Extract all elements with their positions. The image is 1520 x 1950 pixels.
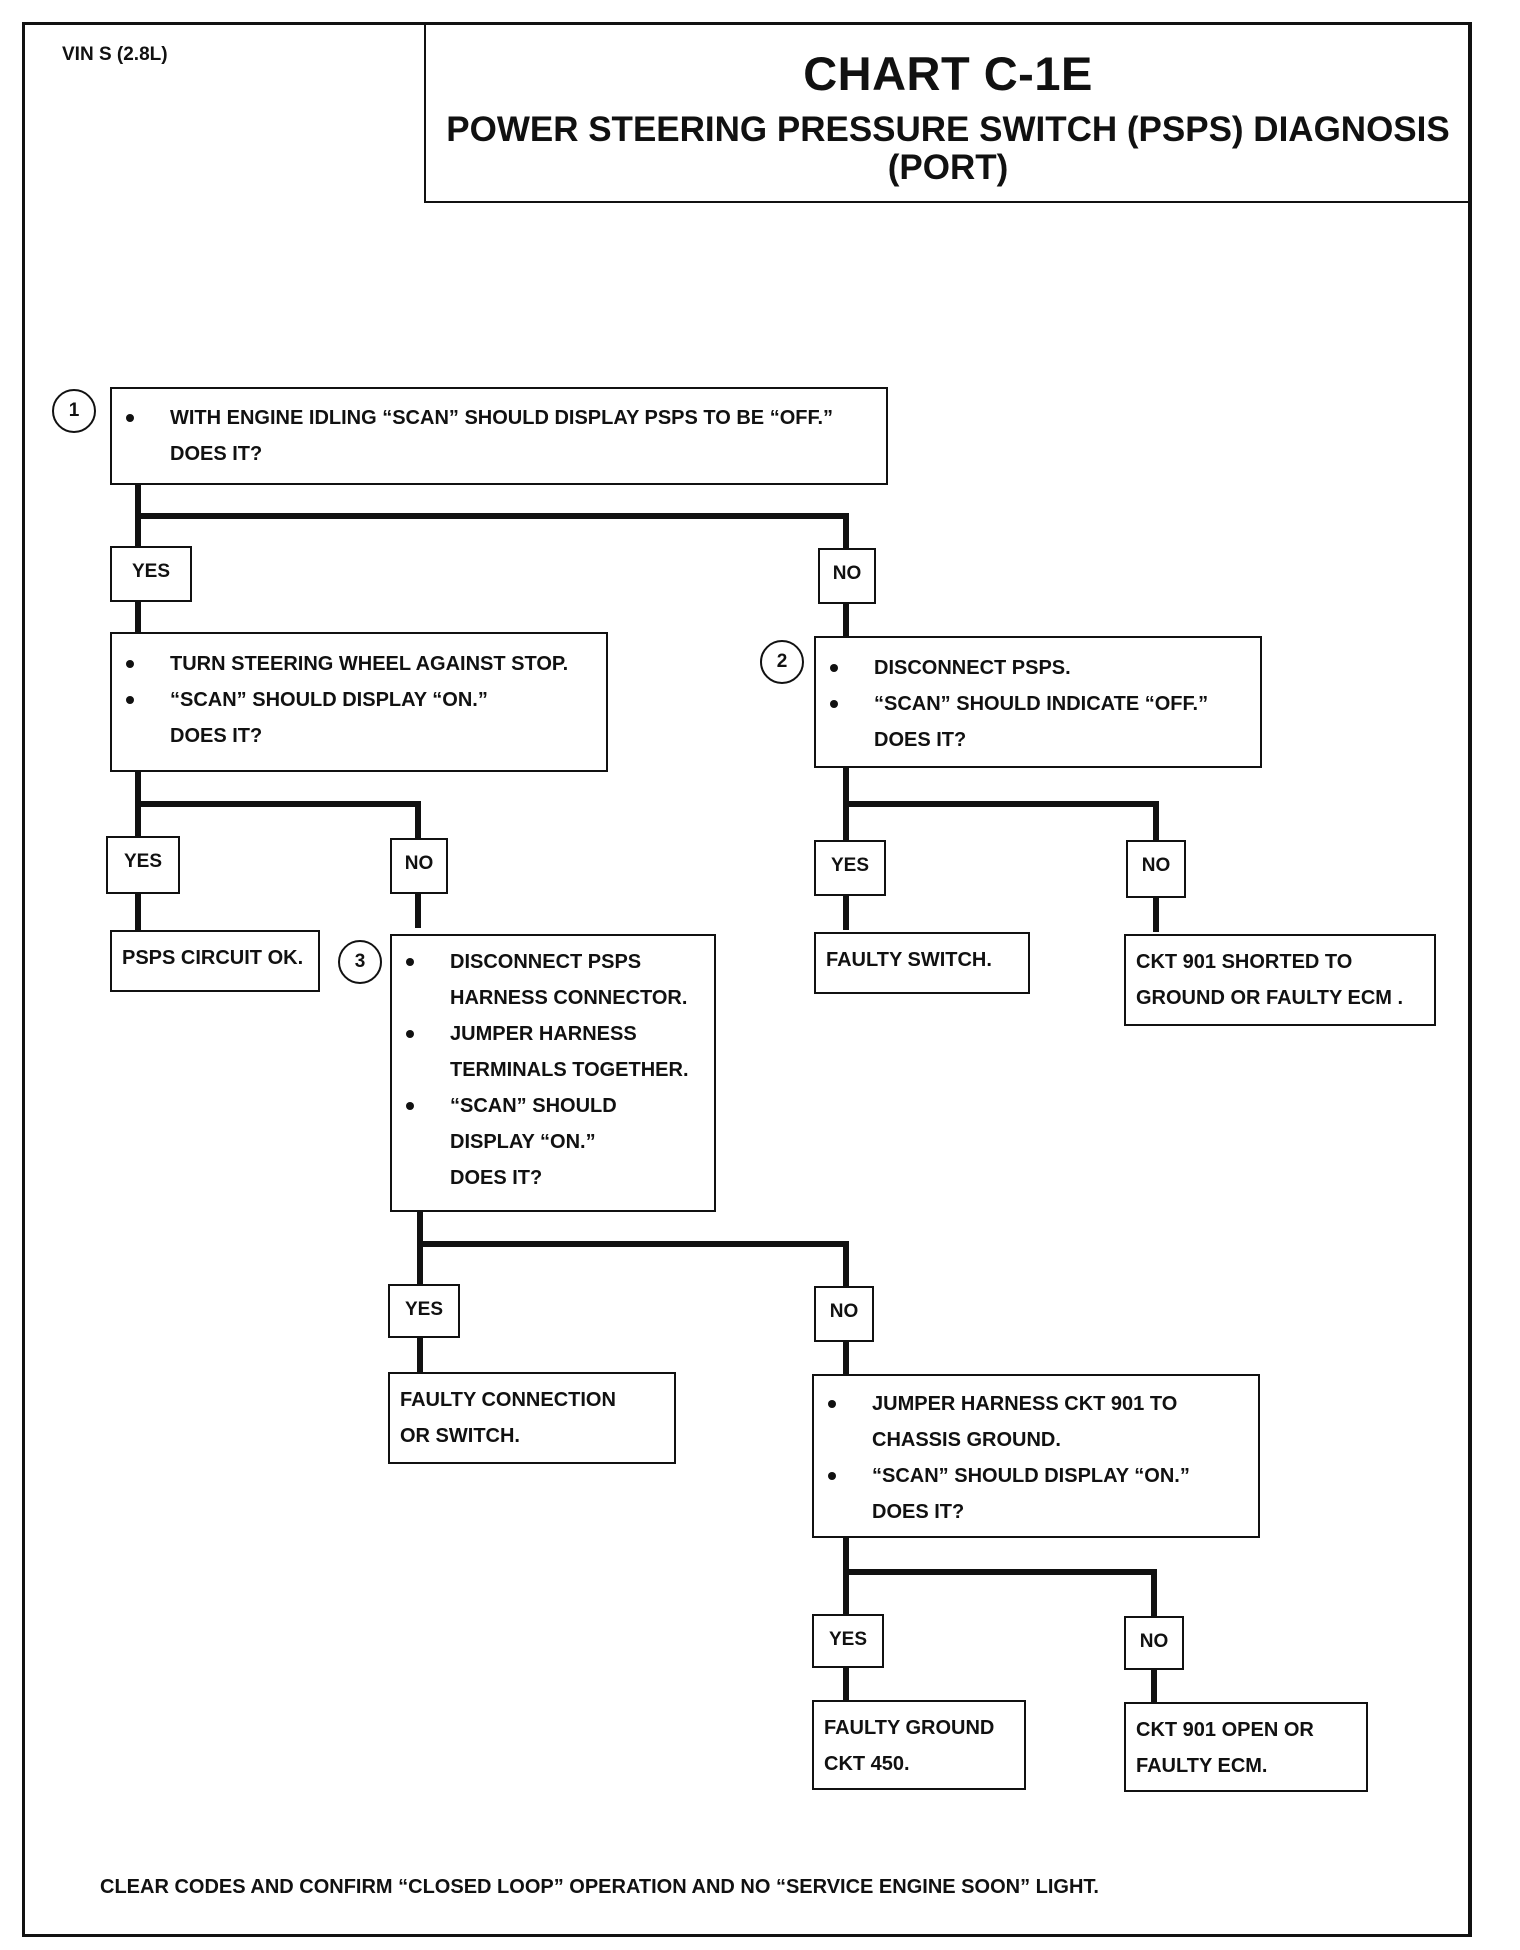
s1-yes-bullet-1: TURN STEERING WHEEL AGAINST STOP.: [112, 646, 606, 682]
s1yes-yes-tag: YES: [106, 836, 180, 894]
result-ckt901-open: CKT 901 OPEN OR FAULTY ECM.: [1124, 1702, 1368, 1792]
s1-yes-tag: YES: [110, 546, 192, 602]
step-1-box: WITH ENGINE IDLING “SCAN” SHOULD DISPLAY…: [110, 387, 888, 485]
result-faulty-switch: FAULTY SWITCH.: [814, 932, 1030, 994]
outer-frame: [22, 22, 1472, 1937]
subtitle-line-2: (PORT): [887, 148, 1009, 187]
step-2-bullet-2: “SCAN” SHOULD INDICATE “OFF.” DOES IT?: [816, 686, 1260, 758]
step-number-3: 3: [338, 940, 382, 984]
s1-yes-bullet-2: “SCAN” SHOULD DISPLAY “ON.” DOES IT?: [112, 682, 606, 754]
connector-s3-no: [420, 1241, 849, 1286]
connector-s1yes-no: [138, 801, 421, 838]
chart-title: CHART C-1E: [803, 47, 1093, 100]
connector-s2-no: [846, 801, 1159, 840]
subtitle-line-1: POWER STEERING PRESSURE SWITCH (PSPS) DI…: [446, 110, 1450, 149]
vin-label: VIN S (2.8L): [62, 44, 168, 65]
result-faulty-connection: FAULTY CONNECTION OR SWITCH.: [388, 1372, 676, 1464]
step-number-2: 2: [760, 640, 804, 684]
s1yes-no-tag: NO: [390, 838, 448, 894]
result-ckt901-shorted: CKT 901 SHORTED TO GROUND OR FAULTY ECM …: [1124, 934, 1436, 1026]
s3no-yes-tag: YES: [812, 1614, 884, 1668]
s3-no-bullet-1: JUMPER HARNESS CKT 901 TO CHASSIS GROUND…: [814, 1386, 1258, 1458]
step-number-1: 1: [52, 389, 96, 433]
s3-no-tag: NO: [814, 1286, 874, 1342]
step-2-box: DISCONNECT PSPS. “SCAN” SHOULD INDICATE …: [814, 636, 1262, 768]
s2-yes-tag: YES: [814, 840, 886, 896]
s3-no-box: JUMPER HARNESS CKT 901 TO CHASSIS GROUND…: [812, 1374, 1260, 1538]
footer-instruction: CLEAR CODES AND CONFIRM “CLOSED LOOP” OP…: [100, 1876, 1099, 1898]
s3-yes-tag: YES: [388, 1284, 460, 1338]
title-box: CHART C-1E POWER STEERING PRESSURE SWITC…: [424, 22, 1472, 203]
step-1-bullet-1: WITH ENGINE IDLING “SCAN” SHOULD DISPLAY…: [112, 400, 886, 472]
connector-s3no-no: [846, 1569, 1157, 1616]
result-psps-circuit-ok: PSPS CIRCUIT OK.: [110, 930, 320, 992]
s1-no-tag: NO: [818, 548, 876, 604]
s3no-no-tag: NO: [1124, 1616, 1184, 1670]
step-3-bullet-3: “SCAN” SHOULD DISPLAY “ON.” DOES IT?: [392, 1088, 714, 1196]
step-2-bullet-1: DISCONNECT PSPS.: [816, 650, 1260, 686]
connector-s1-no: [138, 513, 849, 548]
result-faulty-ground: FAULTY GROUND CKT 450.: [812, 1700, 1026, 1790]
s3-no-bullet-2: “SCAN” SHOULD DISPLAY “ON.” DOES IT?: [814, 1458, 1258, 1530]
s1-yes-box: TURN STEERING WHEEL AGAINST STOP. “SCAN”…: [110, 632, 608, 772]
chart-subtitle: POWER STEERING PRESSURE SWITCH (PSPS) DI…: [426, 111, 1470, 187]
step-3-bullet-2: JUMPER HARNESS TERMINALS TOGETHER.: [392, 1016, 714, 1088]
step-3-box: DISCONNECT PSPS HARNESS CONNECTOR. JUMPE…: [390, 934, 716, 1212]
step-3-bullet-1: DISCONNECT PSPS HARNESS CONNECTOR.: [392, 944, 714, 1016]
s2-no-tag: NO: [1126, 840, 1186, 898]
